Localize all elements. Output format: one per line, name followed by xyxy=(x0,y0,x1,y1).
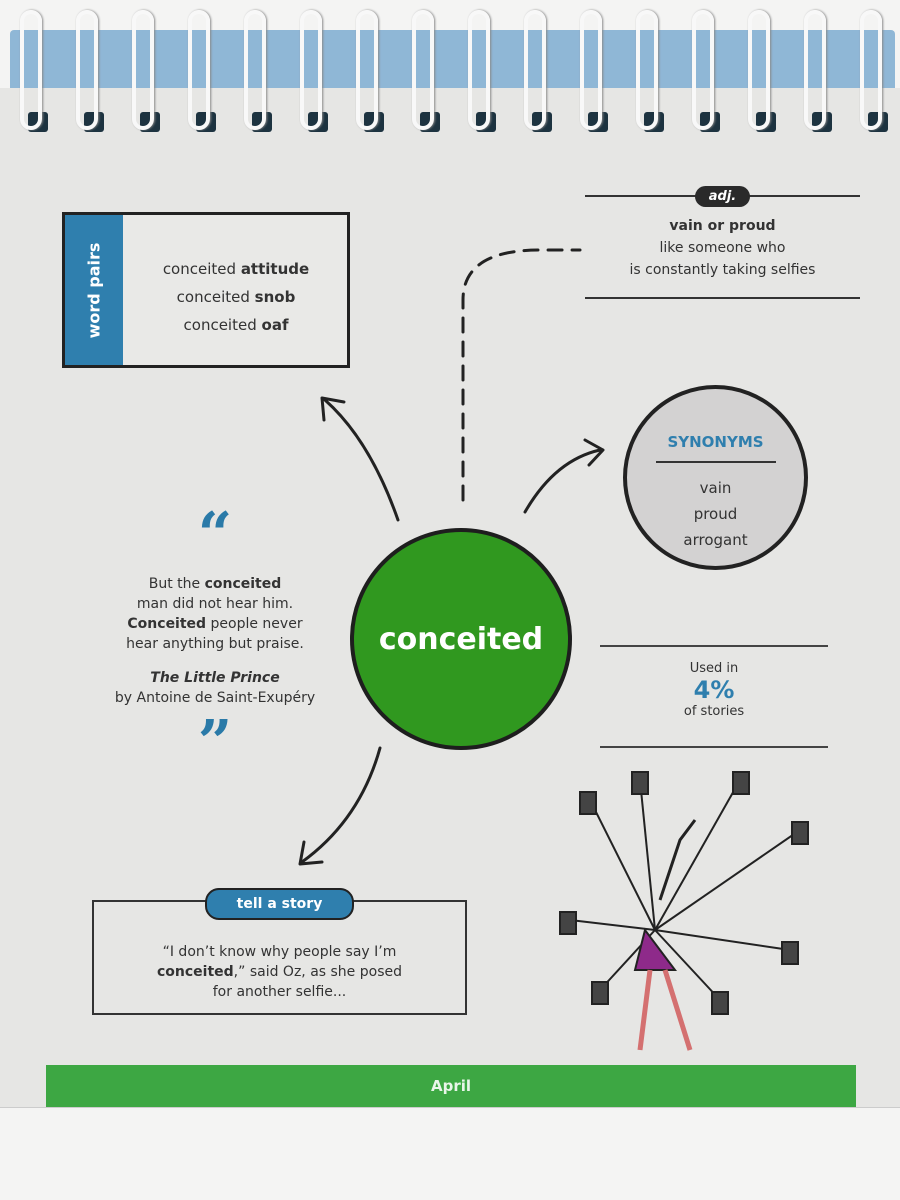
binding-ring xyxy=(76,10,98,130)
word-pairs-box: word pairs conceited attitude conceited … xyxy=(62,212,350,368)
word-pair-item: conceited attitude xyxy=(162,260,310,278)
arrow-to-story xyxy=(298,746,382,866)
definition: adj. vain or proud like someone who is c… xyxy=(585,186,860,299)
part-of-speech-badge: adj. xyxy=(694,186,751,207)
synonym: proud xyxy=(693,505,738,523)
arrow-to-word-pairs xyxy=(320,396,400,522)
binding-ring xyxy=(20,10,42,130)
binding-ring xyxy=(244,10,266,130)
synonyms-title: SYNONYMS xyxy=(667,433,764,451)
binding-ring xyxy=(804,10,826,130)
word-pair-item: conceited oaf xyxy=(183,316,289,334)
main-word-circle: conceited xyxy=(350,528,572,750)
binding-ring xyxy=(412,10,434,130)
month-footer: April xyxy=(46,1065,856,1107)
binding-ring xyxy=(132,10,154,130)
main-word: conceited xyxy=(378,621,544,657)
synonyms-circle: SYNONYMS vain proud arrogant xyxy=(623,385,808,570)
binding-ring xyxy=(860,10,882,130)
book-author: by Antoine de Saint-Exupéry xyxy=(114,690,316,706)
definition-meaning: vain or proud xyxy=(669,218,776,234)
binding-ring xyxy=(300,10,322,130)
binding-ring xyxy=(580,10,602,130)
arrow-to-synonyms xyxy=(523,438,605,514)
quote: “ But the conceited man did not hear him… xyxy=(70,500,360,778)
close-quote-icon: ” xyxy=(197,708,233,778)
binding-ring xyxy=(748,10,770,130)
book-title: The Little Prince xyxy=(150,670,280,686)
binding-ring xyxy=(356,10,378,130)
usage-percent: 4% xyxy=(693,676,735,704)
usage-stat: Used in 4% of stories xyxy=(600,645,828,748)
binding-ring xyxy=(636,10,658,130)
definition-line: like someone who xyxy=(659,240,786,256)
selfie-illustration xyxy=(559,771,809,1051)
word-pair-item: conceited snob xyxy=(176,288,296,306)
open-quote-icon: “ xyxy=(197,500,233,570)
binding-ring xyxy=(524,10,546,130)
word-pairs-tab: word pairs xyxy=(65,215,123,365)
tell-a-story-label: tell a story xyxy=(204,888,355,920)
dashed-line-to-definition xyxy=(461,248,582,502)
synonym: vain xyxy=(699,479,732,497)
synonym: arrogant xyxy=(683,531,748,549)
month-label: April xyxy=(430,1077,472,1095)
binding-ring xyxy=(188,10,210,130)
word-pairs-label: word pairs xyxy=(84,242,104,338)
binding-ring xyxy=(692,10,714,130)
tell-a-story-box: tell a story “I don’t know why people sa… xyxy=(92,888,467,1015)
definition-line: is constantly taking selfies xyxy=(629,262,816,278)
binding-ring xyxy=(468,10,490,130)
